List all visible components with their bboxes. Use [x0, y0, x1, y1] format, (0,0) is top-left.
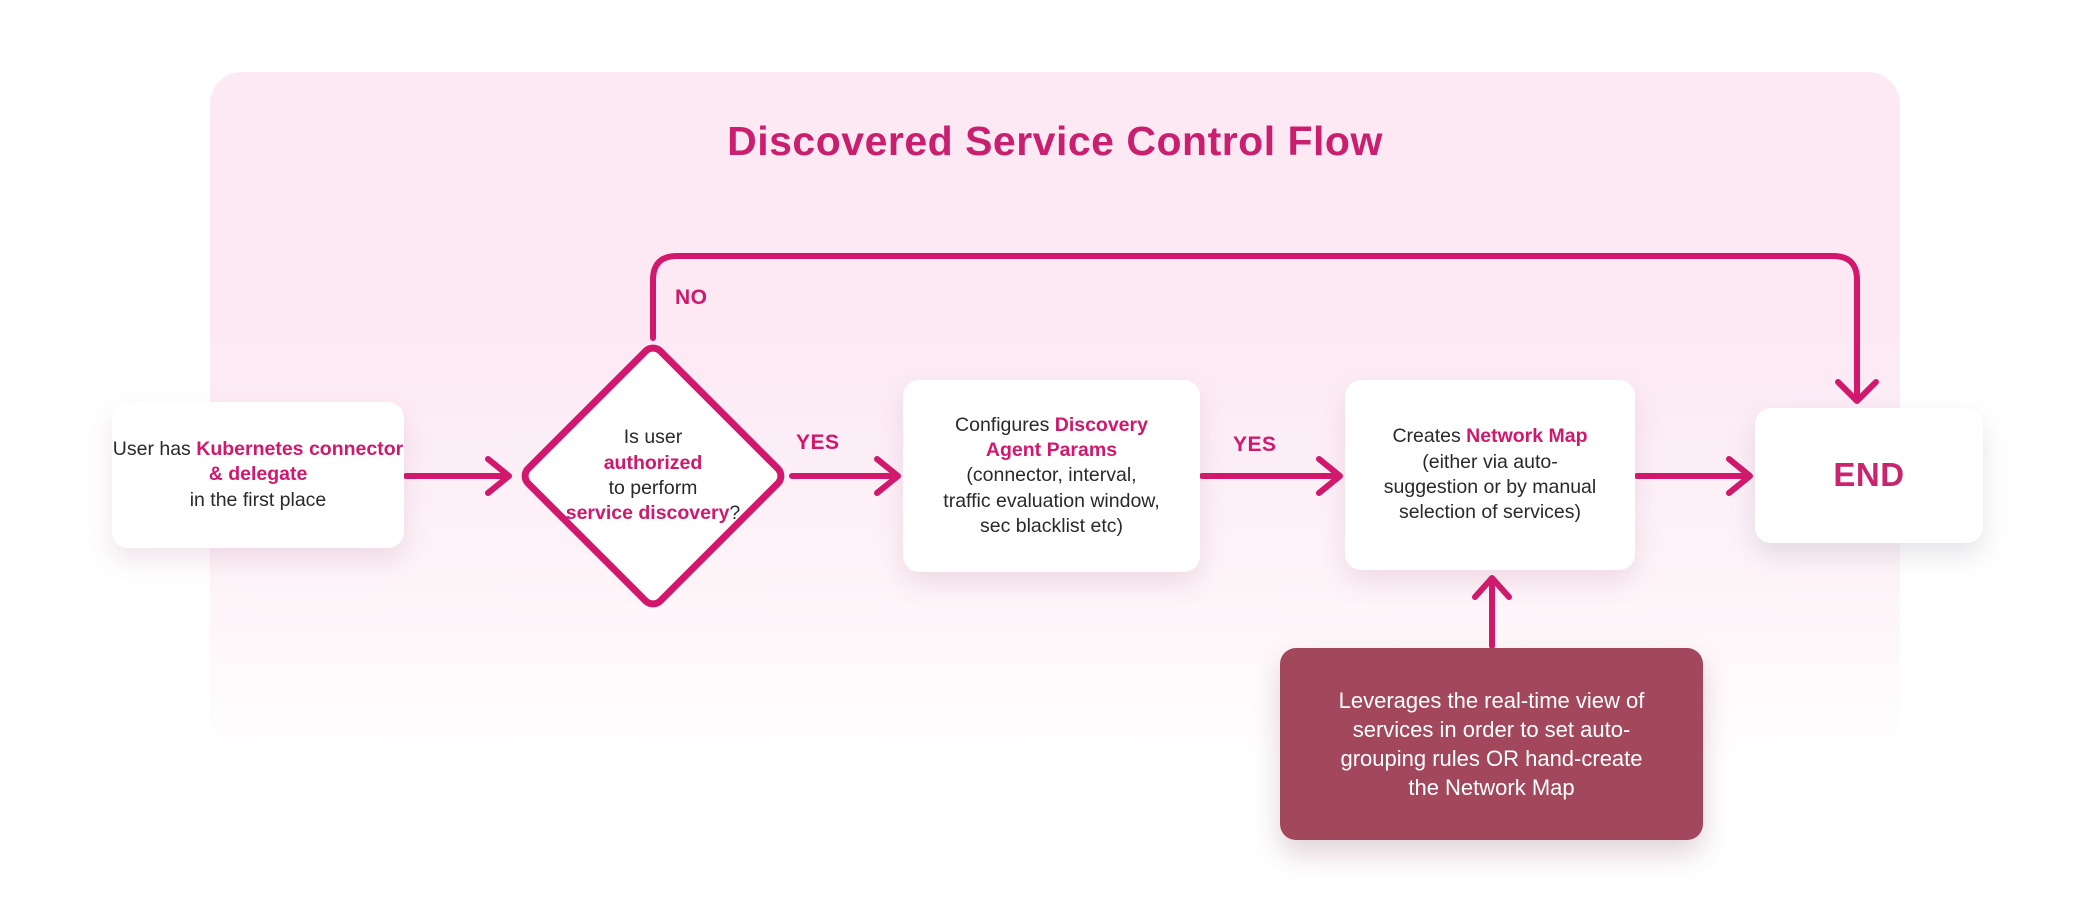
node-create-network-map: Creates Network Map (either via auto- su… — [1345, 380, 1635, 570]
edge-label-yes-1: YES — [796, 431, 840, 454]
note-text: Leverages the real-time view of services… — [1338, 687, 1645, 801]
diagram-title: Discovered Service Control Flow — [727, 118, 1383, 164]
note-leverages-realtime-view: Leverages the real-time view of services… — [1280, 648, 1703, 840]
node-end: END — [1755, 408, 1983, 543]
node-decision-text: Is user authorized to perform service di… — [565, 426, 741, 525]
node-configure-text: Configures Discovery Agent Params (conne… — [943, 413, 1160, 538]
node-decision-authorized: Is user authorized to perform service di… — [515, 338, 791, 614]
edge-label-no: NO — [675, 286, 708, 309]
node-create-text: Creates Network Map (either via auto- su… — [1383, 425, 1597, 524]
node-start-user-has-connector: User has Kubernetes connector & delegate… — [112, 402, 404, 548]
node-start-text: User has Kubernetes connector & delegate… — [112, 437, 404, 511]
node-end-label: END — [1833, 456, 1905, 494]
node-configure-discovery-agent-params: Configures Discovery Agent Params (conne… — [903, 380, 1200, 572]
edge-label-yes-2: YES — [1233, 433, 1277, 456]
